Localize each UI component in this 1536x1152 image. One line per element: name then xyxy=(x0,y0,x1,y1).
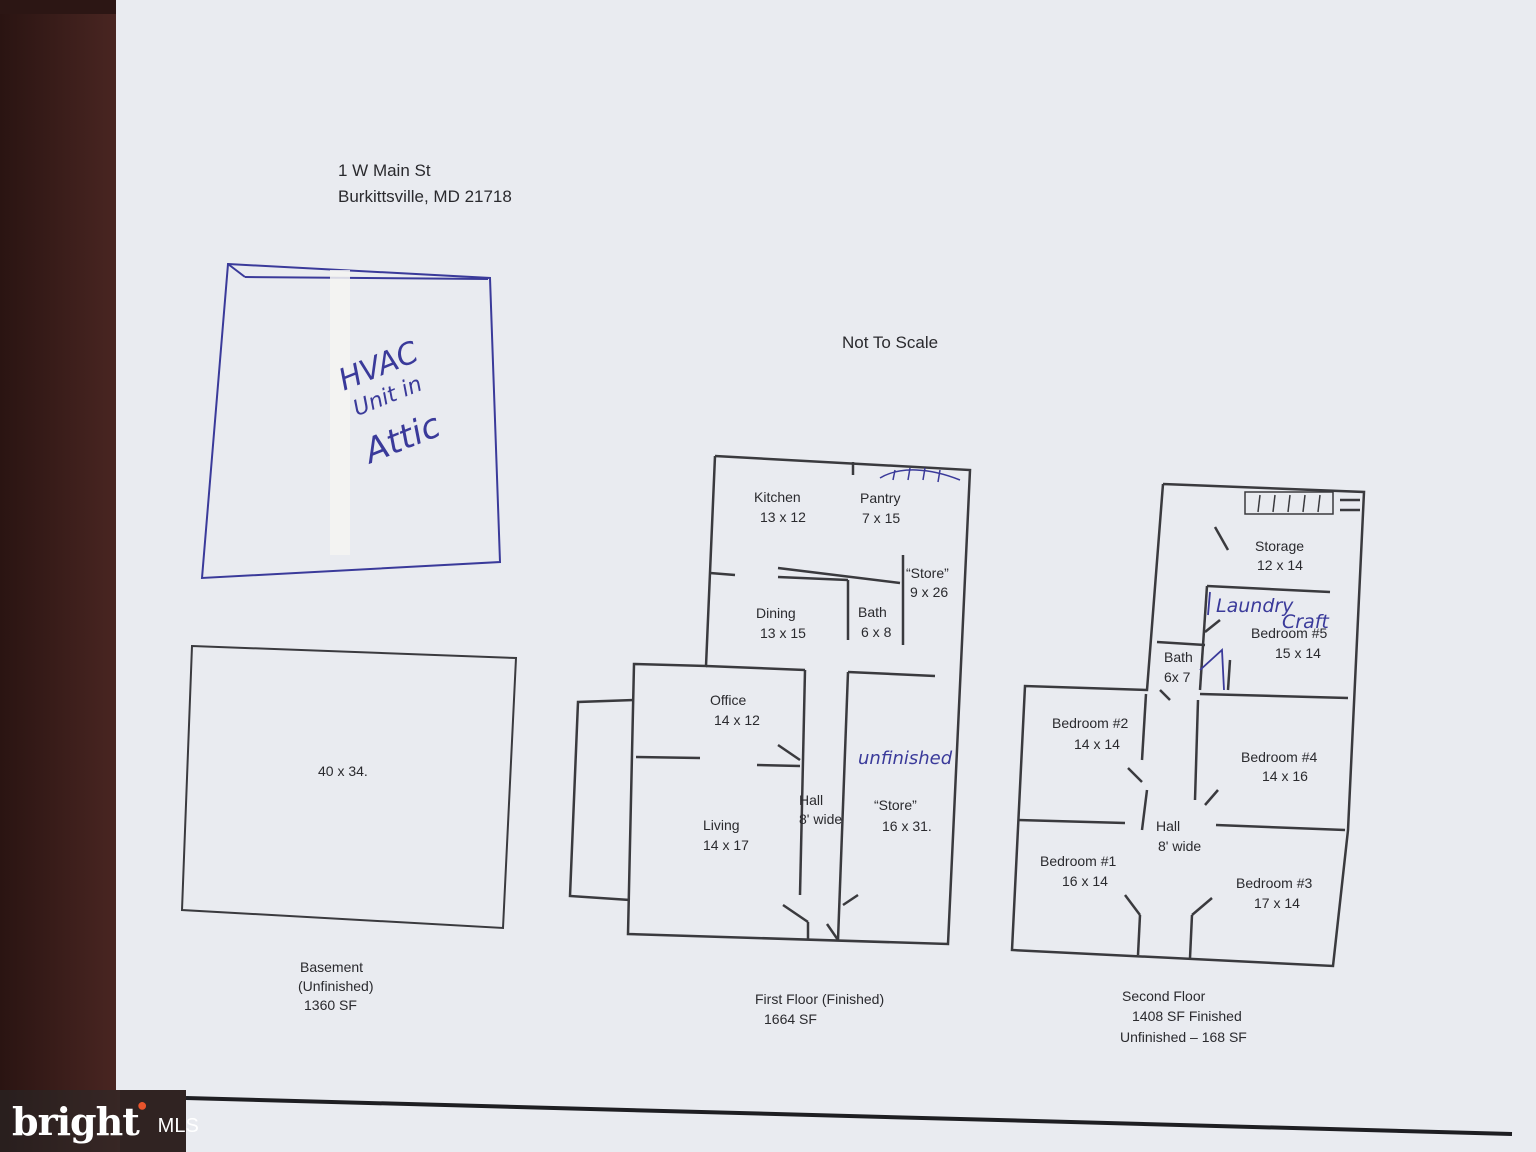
scale-note: Not To Scale xyxy=(842,333,938,352)
craft-note: Craft xyxy=(1282,611,1330,633)
room-bedroom-3-size: 17 x 14 xyxy=(1254,895,1300,911)
room-storage: Storage xyxy=(1255,538,1304,554)
room-bath: Bath xyxy=(858,604,887,620)
basement-dimensions: 40 x 34. xyxy=(318,763,368,779)
second-floor-caption-1: Second Floor xyxy=(1122,988,1206,1004)
room-bedroom-1-size: 16 x 14 xyxy=(1062,873,1108,889)
room-store-small-size: 9 x 26 xyxy=(910,584,948,600)
first-floor-unfinished-note: unfinished xyxy=(858,748,953,769)
room-bedroom-5-size: 15 x 14 xyxy=(1275,645,1321,661)
room-store-large-size: 16 x 31. xyxy=(882,818,932,834)
room-dining-size: 13 x 15 xyxy=(760,625,806,641)
first-floor-plan xyxy=(568,454,972,946)
watermark-suffix: MLS xyxy=(157,1114,199,1137)
room-bath-upper-size: 6x 7 xyxy=(1164,669,1191,685)
basement-caption-3: 1360 SF xyxy=(304,997,357,1013)
room-kitchen: Kitchen xyxy=(754,489,801,505)
room-pantry: Pantry xyxy=(860,490,900,506)
room-bedroom-1: Bedroom #1 xyxy=(1040,853,1116,869)
room-bedroom-4-size: 14 x 16 xyxy=(1262,768,1308,784)
room-dining: Dining xyxy=(756,605,796,621)
second-floor-hatch xyxy=(1244,491,1334,515)
room-kitchen-size: 13 x 12 xyxy=(760,509,806,525)
desk-background xyxy=(0,0,120,1152)
room-living: Living xyxy=(703,817,740,833)
room-bedroom-3: Bedroom #3 xyxy=(1236,875,1312,891)
attic-sketch xyxy=(200,262,502,580)
second-floor-caption-2: 1408 SF Finished xyxy=(1132,1008,1242,1024)
basement-caption-2: (Unfinished) xyxy=(298,978,373,994)
room-living-size: 14 x 17 xyxy=(703,837,749,853)
laundry-note: Laundry xyxy=(1216,595,1294,617)
room-store-large: “Store” xyxy=(874,797,917,813)
room-bath-upper: Bath xyxy=(1164,649,1193,665)
room-store-small: “Store” xyxy=(906,565,949,581)
room-pantry-size: 7 x 15 xyxy=(862,510,900,526)
room-office-size: 14 x 12 xyxy=(714,712,760,728)
tape-strip xyxy=(330,270,350,555)
basement-caption-1: Basement xyxy=(300,959,363,975)
laundry-arrow xyxy=(1199,591,1225,691)
address-line-1: 1 W Main St xyxy=(338,161,431,180)
first-floor-caption-2: 1664 SF xyxy=(764,1011,817,1027)
room-office: Office xyxy=(710,692,747,708)
second-floor-caption-3: Unfinished – 168 SF xyxy=(1120,1029,1247,1045)
first-floor-hatch xyxy=(879,467,961,483)
room-hall: Hall xyxy=(799,792,823,808)
room-bedroom-5: Bedroom #5 xyxy=(1251,625,1327,641)
second-floor-plan xyxy=(1010,482,1366,968)
first-floor-caption-1: First Floor (Finished) xyxy=(755,991,884,1007)
address-line-2: Burkittsville, MD 21718 xyxy=(338,187,512,206)
room-hall-upper-size: 8' wide xyxy=(1158,838,1201,854)
room-hall-size: 8' wide xyxy=(799,811,842,827)
bright-mls-watermark: bright ● MLS xyxy=(0,1090,199,1152)
room-storage-size: 12 x 14 xyxy=(1257,557,1303,573)
room-bedroom-2: Bedroom #2 xyxy=(1052,715,1128,731)
paper-sheet xyxy=(116,0,1536,1152)
room-bedroom-2-size: 14 x 14 xyxy=(1074,736,1120,752)
basement-plan xyxy=(180,644,518,930)
room-bedroom-4: Bedroom #4 xyxy=(1241,749,1317,765)
watermark-brand: bright xyxy=(12,1098,140,1144)
watermark-dot-icon: ● xyxy=(136,1094,148,1115)
room-hall-upper: Hall xyxy=(1156,818,1180,834)
room-bath-size: 6 x 8 xyxy=(861,624,892,640)
